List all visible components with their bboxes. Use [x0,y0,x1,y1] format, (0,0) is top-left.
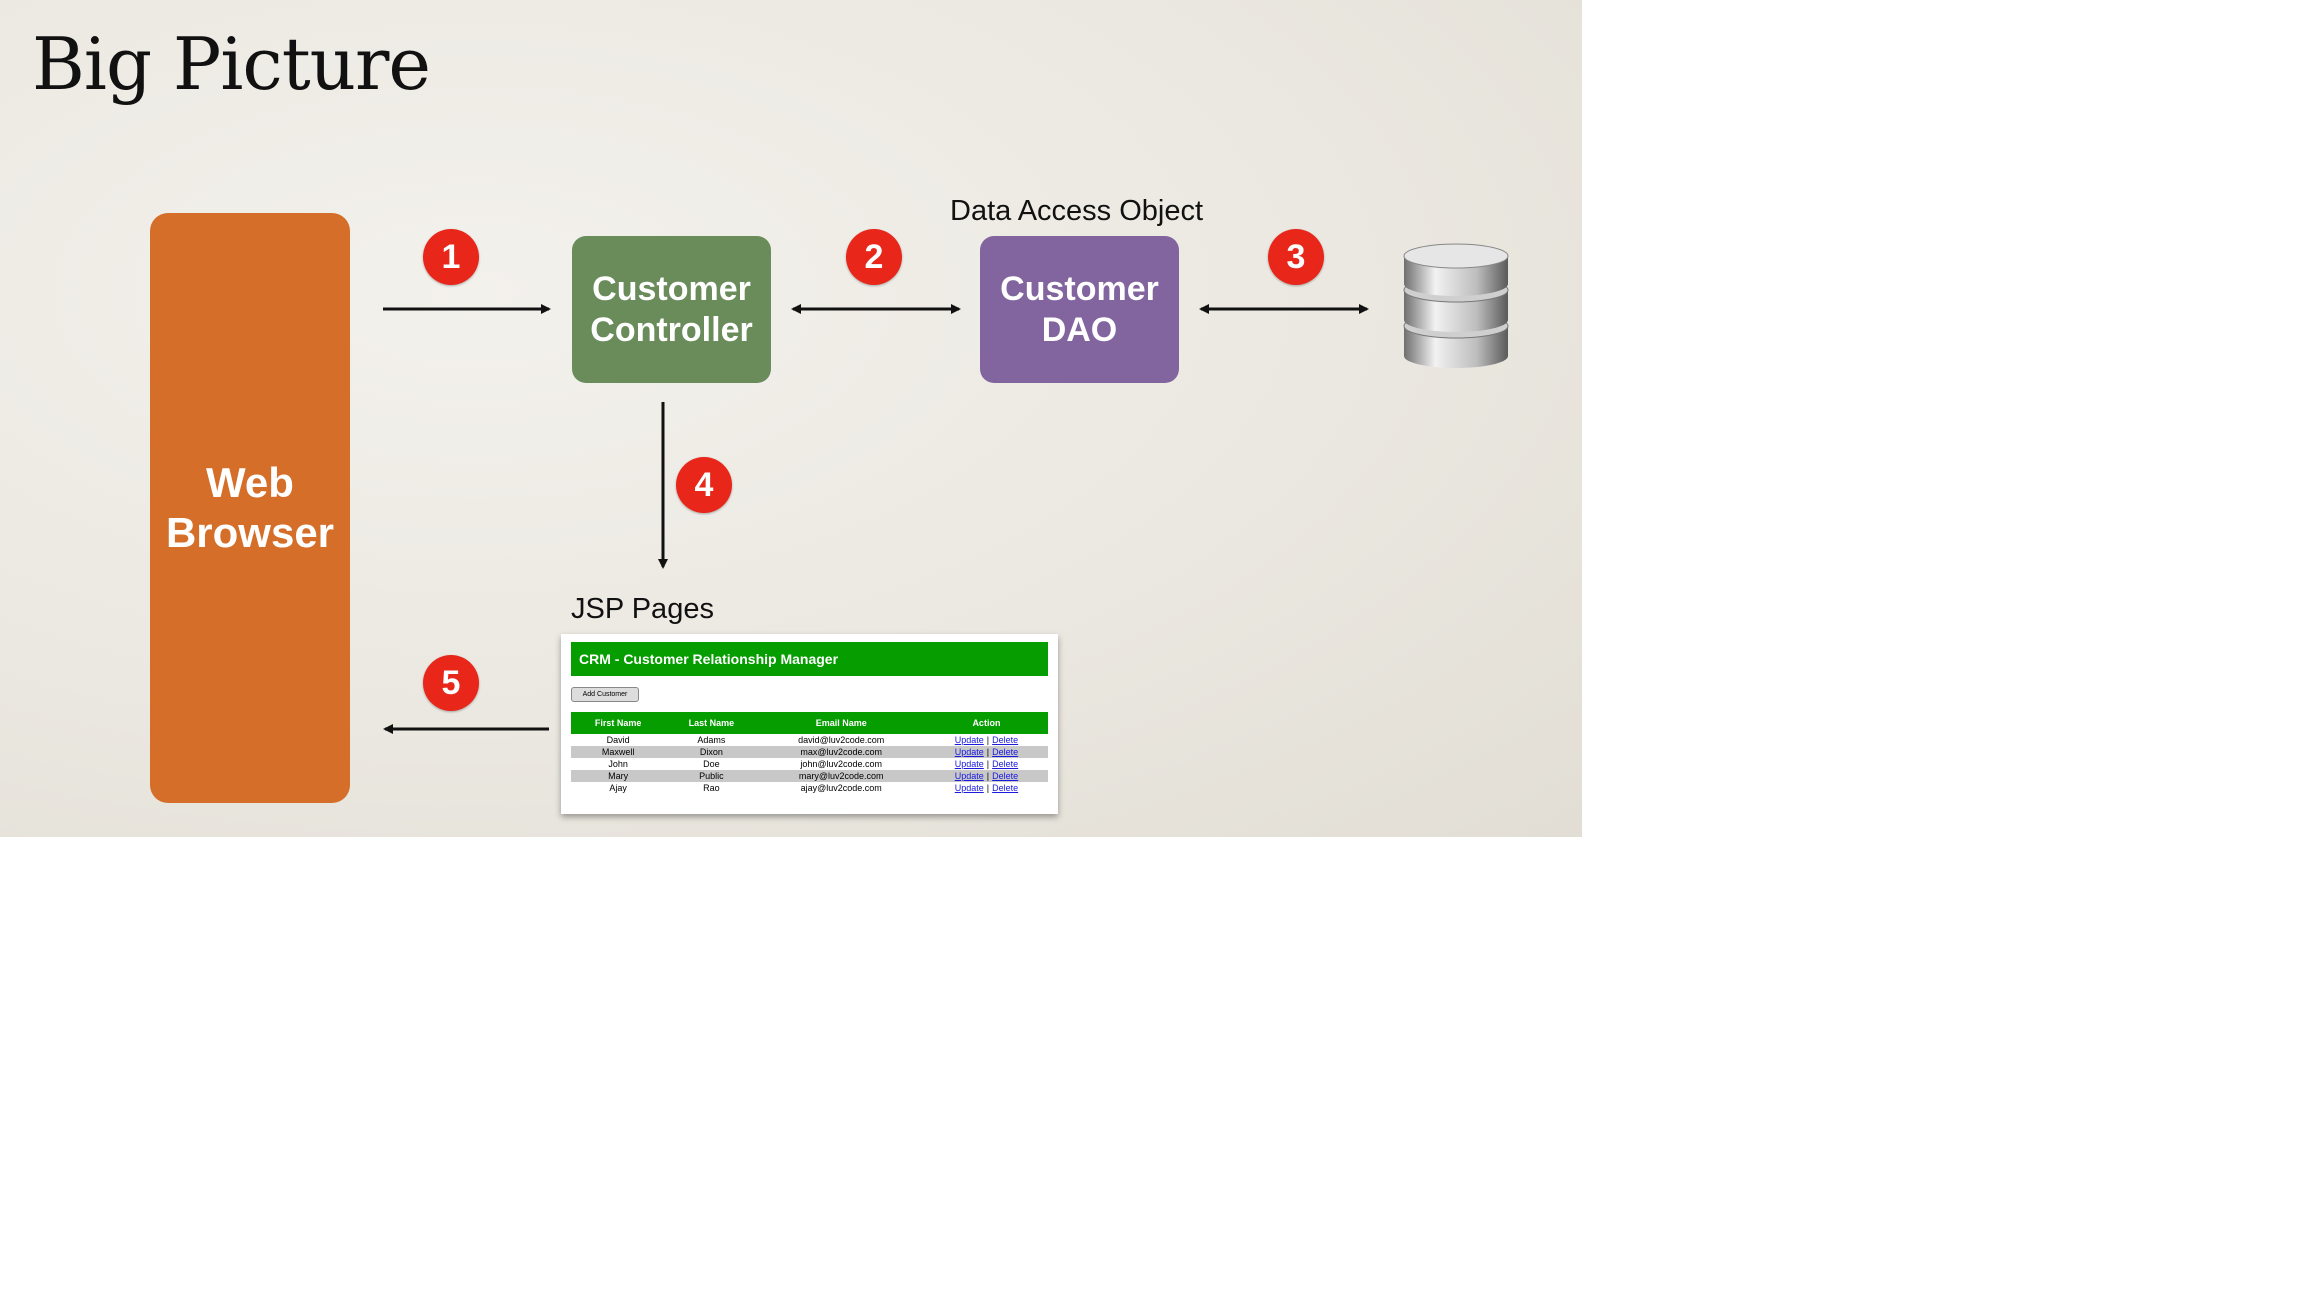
step-badge-5: 5 [423,655,479,711]
dao-heading: Data Access Object [950,195,1204,227]
crm-header: CRM - Customer Relationship Manager [571,642,1048,676]
table-row: Ajay Rao ajay@luv2code.com Update|Delete [571,782,1048,794]
update-link[interactable]: Update [954,783,984,793]
column-header: Last Name [665,712,758,734]
web-browser-label: Web Browser [165,458,335,556]
customer-dao-label: Customer DAO [1000,269,1159,349]
action-cell: Update|Delete [924,746,1048,758]
table-cell: david@luv2code.com [798,735,885,745]
table-cell: John [608,759,628,769]
table-cell: max@luv2code.com [757,746,925,758]
table-cell: Maxwell [571,746,666,758]
database-icon [1403,243,1509,368]
update-link[interactable]: Update [954,747,984,757]
table-cell: john@luv2code.com [800,759,883,769]
link-separator: | [986,771,990,781]
action-cell: Update|Delete [925,782,1048,794]
table-row: John Doe john@luv2code.com Update|Delete [571,758,1048,770]
link-separator: | [986,747,990,757]
update-link[interactable]: Update [954,771,984,781]
step-badge-4: 4 [676,457,732,513]
delete-link[interactable]: Delete [992,771,1019,781]
jsp-page-preview: CRM - Customer Relationship Manager Add … [561,634,1058,814]
table-cell: Dixon [665,746,758,758]
update-link[interactable]: Update [954,735,984,745]
table-row: David Adams david@luv2code.com Update|Delet… [571,734,1048,746]
add-customer-button[interactable]: Add Customer [571,687,639,702]
step-badge-3: 3 [1268,229,1324,285]
delete-link[interactable]: Delete [992,759,1019,769]
delete-link[interactable]: Delete [992,735,1019,745]
slide: Big Picture [0,0,1582,837]
table-cell: mary@luv2code.com [757,770,925,782]
table-cell: Mary [571,770,666,782]
delete-link[interactable]: Delete [992,747,1019,757]
web-browser-node: Web Browser [150,213,350,803]
customer-controller-label: Customer Controller [590,269,753,349]
customer-dao-node: Customer DAO [980,236,1179,383]
slide-title: Big Picture [32,22,431,106]
column-header: Action [924,712,1048,734]
table-cell: ajay@luv2code.com [800,783,882,793]
action-cell: Update|Delete [925,734,1048,746]
customer-table: First Name Last Name Email Name Action D… [571,712,1048,794]
action-cell: Update|Delete [925,758,1048,770]
column-header: First Name [571,712,666,734]
step-badge-1: 1 [423,229,479,285]
column-header: Email Name [757,712,925,734]
step-badge-2: 2 [846,229,902,285]
table-cell: Public [665,770,758,782]
table-cell: Doe [703,759,720,769]
table-cell: Rao [703,783,720,793]
table-cell: David [606,735,630,745]
link-separator: | [986,735,990,745]
link-separator: | [986,759,990,769]
table-cell: Adams [697,735,726,745]
link-separator: | [986,783,990,793]
customer-controller-node: Customer Controller [572,236,771,383]
table-cell: Ajay [609,783,627,793]
delete-link[interactable]: Delete [992,783,1019,793]
jsp-heading: JSP Pages [571,593,714,625]
action-cell: Update|Delete [924,770,1048,782]
diagram-arrows [383,243,1509,734]
update-link[interactable]: Update [954,759,984,769]
